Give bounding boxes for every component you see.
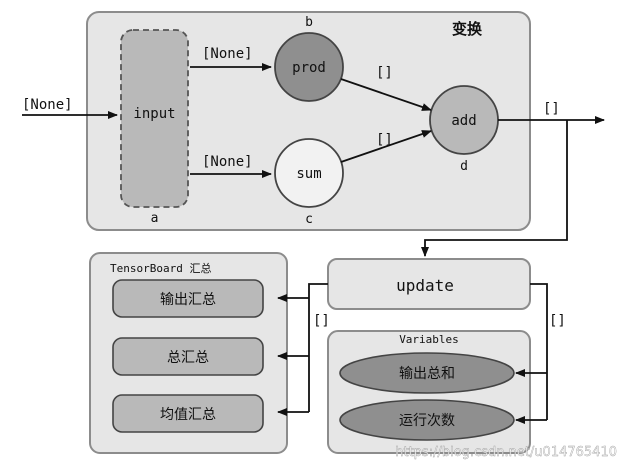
input-node-letter: a [151, 211, 159, 226]
watermark: https://blog.csdn.net/u014765410 [395, 445, 617, 460]
edge-sum-add [340, 130, 432, 163]
update-label: update [396, 276, 454, 295]
variable-item-label: 输出总和 [399, 366, 455, 382]
summary-item-label: 输出汇总 [160, 292, 216, 308]
edge-update-summaries-line [308, 283, 328, 412]
edge-update-variables-label: [] [549, 313, 566, 329]
prod-node-letter: b [305, 15, 313, 30]
edge-prod-add [340, 78, 432, 111]
variable-item [339, 352, 515, 394]
edge-update-summaries-label: [] [313, 313, 330, 329]
edge-sum-add-label: [] [376, 132, 393, 148]
input-node-label: input [133, 106, 175, 122]
edge-input-prod-label: [None] [202, 46, 253, 62]
sum-node [274, 138, 344, 208]
add-node-label: add [451, 113, 476, 129]
sum-node-label: sum [296, 166, 321, 182]
prod-node [274, 32, 344, 102]
summaries-title: TensorBoard 汇总 [110, 261, 211, 275]
summary-item-label: 总汇总 [167, 350, 209, 366]
prod-node-label: prod [292, 60, 326, 76]
add-node-letter: d [460, 159, 468, 174]
summary-item-box [112, 337, 264, 376]
variables-title: Variables [399, 333, 459, 346]
transform-title: 变换 [452, 20, 483, 38]
edge-output-update [421, 120, 568, 257]
summary-item-label: 均值汇总 [160, 407, 216, 423]
sum-node-letter: c [305, 212, 313, 227]
variable-item-label: 运行次数 [399, 413, 455, 429]
edge-external-input-label: [None] [22, 97, 73, 113]
edge-update-variables-line [530, 283, 548, 420]
edge-prod-add-label: [] [376, 65, 393, 81]
edge-add-output-label: [] [543, 101, 560, 117]
summary-item-box [112, 279, 264, 318]
input-node [120, 29, 189, 208]
variable-item [339, 399, 515, 441]
edge-input-sum-label: [None] [202, 154, 253, 170]
summary-item-box [112, 394, 264, 433]
